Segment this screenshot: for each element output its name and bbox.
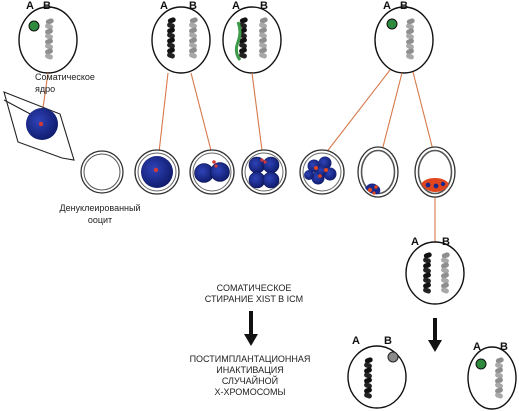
enucleated-oocyte-caption-1: Денуклеированный [59, 203, 140, 213]
label-a: A [160, 0, 168, 12]
xist-spot [38, 121, 44, 127]
blastocyst [414, 146, 456, 198]
chromosome-oval-3: A B [222, 0, 282, 74]
label-a: A [232, 0, 240, 12]
inactivation-caption-3: СЛУЧАЙНОЙ [222, 375, 278, 386]
down-arrow-icon [244, 311, 258, 346]
label-b: B [442, 236, 450, 248]
label-a: A [26, 0, 34, 12]
early-blastocyst [357, 146, 399, 198]
label-b: B [384, 335, 392, 347]
inactivation-caption-2: ИНАКТИВАЦИЯ [216, 365, 284, 375]
xist-coating-icon [234, 21, 242, 61]
icm-chromosome-oval: A B [405, 236, 465, 305]
label-b: B [400, 0, 408, 12]
down-arrow-icon [428, 318, 442, 352]
xist-green-dot-icon [475, 358, 487, 370]
morula-embryo [299, 149, 345, 195]
chromosome-oval-2: A B [151, 0, 211, 74]
four-cell-embryo [241, 149, 287, 195]
xist-green-dot-icon [28, 20, 40, 32]
inactivation-caption-1: ПОСТИМПЛАНТАЦИОННАЯ [190, 354, 311, 364]
label-b: B [43, 0, 51, 12]
enucleated-oocyte-caption-2: ооцит [88, 215, 112, 225]
somatic-nucleus-caption-1: Соматическое [35, 72, 95, 82]
one-cell-embryo [134, 149, 180, 195]
inactivation-caption-4: Х-ХРОМОСОМЫ [214, 387, 285, 397]
label-a: A [383, 0, 391, 12]
random-inactivation-oval-a: A B [347, 335, 407, 409]
xist-green-dot-icon [386, 18, 398, 30]
label-a: A [352, 335, 360, 347]
xist-grey-dot-icon [387, 351, 399, 363]
erasure-caption-1: СОМАТИЧЕСКОЕ [217, 283, 292, 293]
somatic-nucleus-caption-2: ядро [35, 84, 55, 94]
chromosome-oval-4: A B [374, 0, 434, 74]
two-cell-embryo [189, 149, 235, 195]
label-a: A [411, 236, 419, 248]
label-a: A [473, 341, 481, 353]
donor-chromosome-oval: A B [18, 0, 78, 74]
label-b: B [260, 0, 268, 12]
random-inactivation-oval-b: A B [467, 341, 517, 410]
label-b: B [500, 341, 508, 353]
label-b: B [189, 0, 197, 12]
erasure-caption-2: СТИРАНИЕ XIST В ICM [205, 294, 303, 304]
pipette-with-nucleus [3, 91, 75, 161]
enucleated-oocyte [80, 150, 124, 194]
